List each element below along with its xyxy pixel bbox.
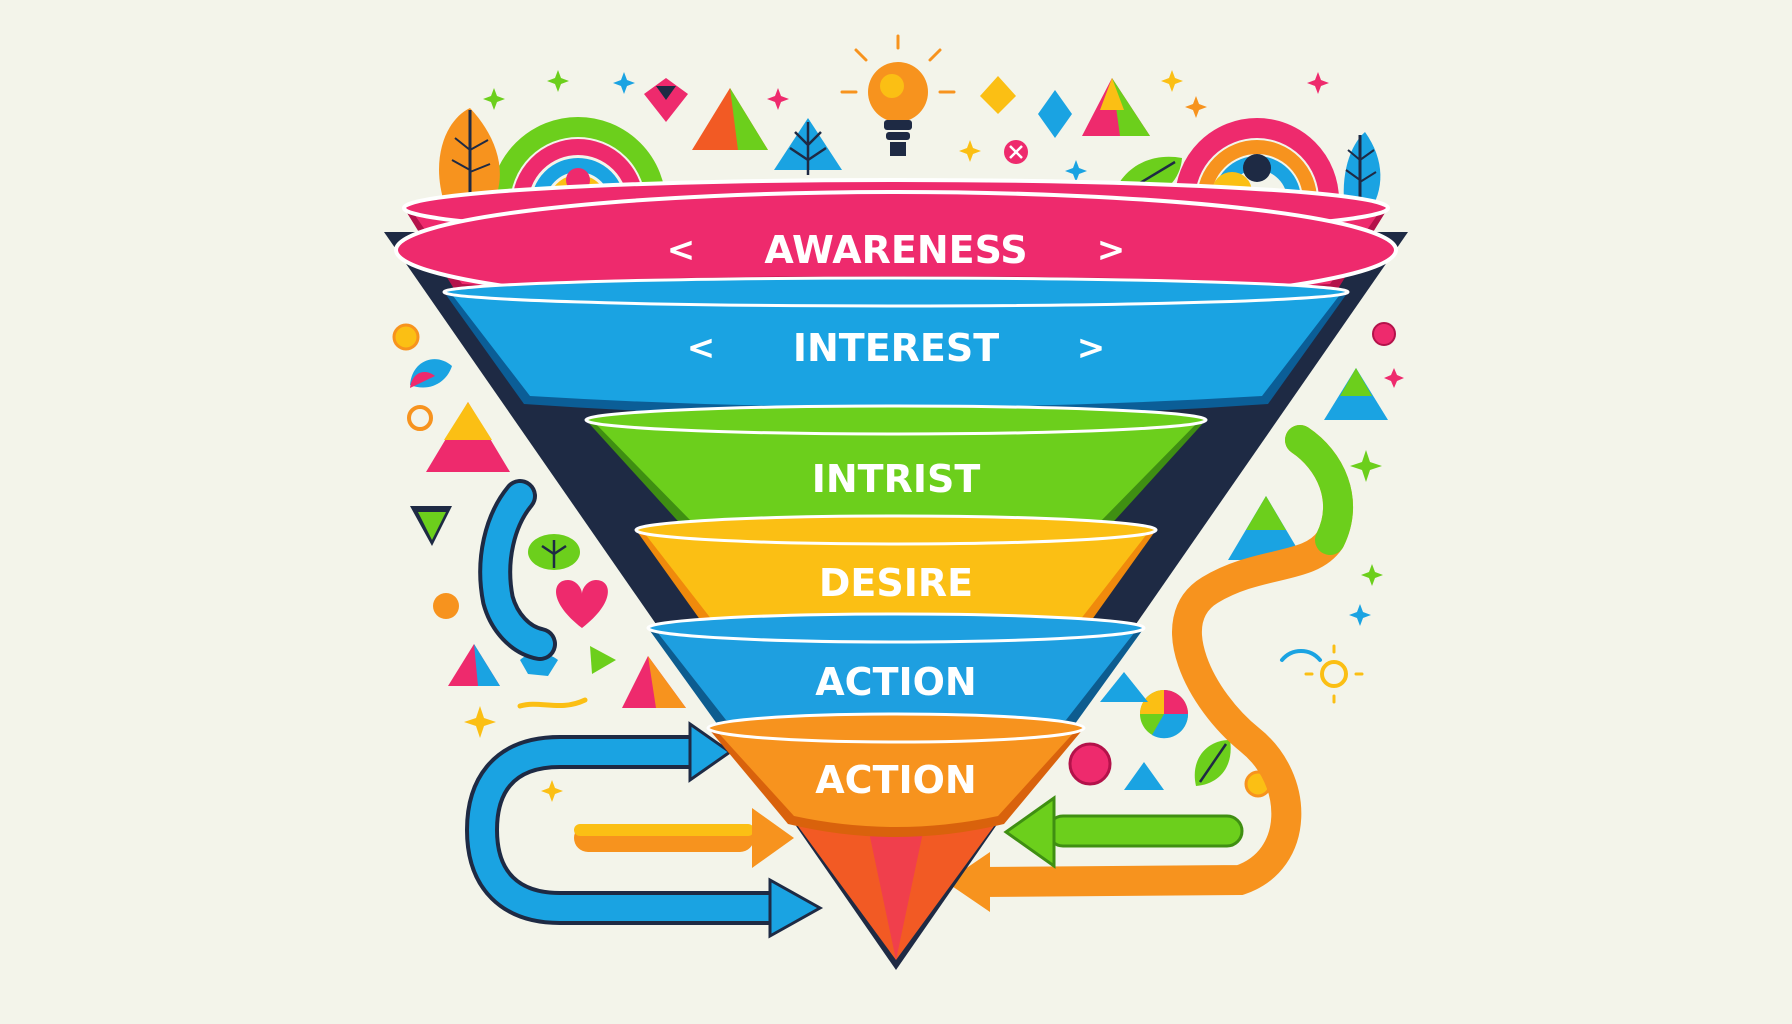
funnel: AWARENESS < > INTEREST < > INTRIST DESIRE ACTION… [384, 178, 1408, 970]
leaf-icon [1343, 132, 1381, 214]
dot-icon [433, 593, 459, 619]
triangle-icon [1124, 762, 1164, 790]
sparkle-icon [483, 70, 1383, 586]
stage-label: INTRIST [812, 457, 981, 501]
heart-icon [556, 580, 608, 628]
sparkle-icon [613, 72, 1371, 626]
stage-rim [442, 276, 1350, 308]
funnel-stage-4: DESIRE [634, 514, 1158, 641]
triangle-icon [1100, 672, 1148, 702]
stage-band [592, 420, 1200, 533]
tree-icon [774, 118, 842, 175]
funnel-stage-6: ACTION [706, 712, 1086, 837]
triangle-icon [1228, 496, 1304, 560]
dot-icon [1068, 742, 1112, 786]
stage-rim [634, 514, 1158, 546]
funnel-stage-3: INTRIST [584, 404, 1208, 543]
chevron-right-icon: > [1097, 230, 1126, 270]
stage-rim [706, 712, 1086, 744]
stage-band [642, 530, 1150, 631]
chevron-left-icon: < [687, 328, 716, 368]
sparkle-icon [1185, 96, 1207, 118]
arrow-icon [464, 721, 824, 939]
funnel-stage-5: ACTION [646, 612, 1146, 741]
leaf-icon [410, 359, 452, 388]
shape-icon [590, 646, 616, 674]
rainbow-icon [1175, 118, 1339, 212]
stage-rim [584, 404, 1208, 436]
triangle-icon [448, 644, 500, 686]
diamond-icon [1038, 90, 1072, 138]
diamond-icon [410, 506, 452, 546]
stage-band [714, 728, 1078, 827]
stage-label: INTEREST [793, 326, 999, 370]
chevron-left-icon: < [667, 230, 696, 270]
wave-icon [517, 697, 588, 709]
pie-chart-icon [1140, 690, 1189, 739]
stage-label: ACTION [815, 758, 976, 802]
triangle-icon [692, 88, 768, 150]
triangle-icon [1082, 78, 1150, 136]
target-icon [1004, 140, 1028, 164]
leaf-icon [528, 534, 580, 570]
decorations [392, 34, 1404, 939]
arrow-icon [574, 808, 794, 868]
stage-label: ACTION [815, 660, 976, 704]
funnel-stage-2: INTEREST < > [442, 276, 1350, 417]
arrow-icon [1003, 795, 1244, 869]
leaf-icon [1194, 740, 1231, 786]
dot-icon [1372, 322, 1396, 346]
arrow-icon [478, 479, 557, 661]
sun-icon [392, 323, 433, 431]
diamond-icon [980, 76, 1016, 114]
diamond-icon [644, 78, 688, 122]
arrow-icon [946, 425, 1353, 912]
triangle-icon [622, 656, 686, 708]
lightbulb-icon [840, 34, 956, 156]
stage-band [450, 292, 1342, 407]
shape-icon [520, 653, 558, 676]
stage-band [654, 628, 1138, 731]
sun-icon [1280, 644, 1364, 704]
funnel-tip-highlight [866, 818, 926, 960]
chevron-right-icon: > [1077, 328, 1106, 368]
stage-label: DESIRE [819, 561, 973, 605]
triangle-icon [426, 402, 510, 472]
stage-label: AWARENESS [764, 228, 1027, 272]
stage-rim [646, 612, 1146, 644]
sparkle-icon [464, 70, 1183, 802]
triangle-icon [1324, 368, 1388, 420]
